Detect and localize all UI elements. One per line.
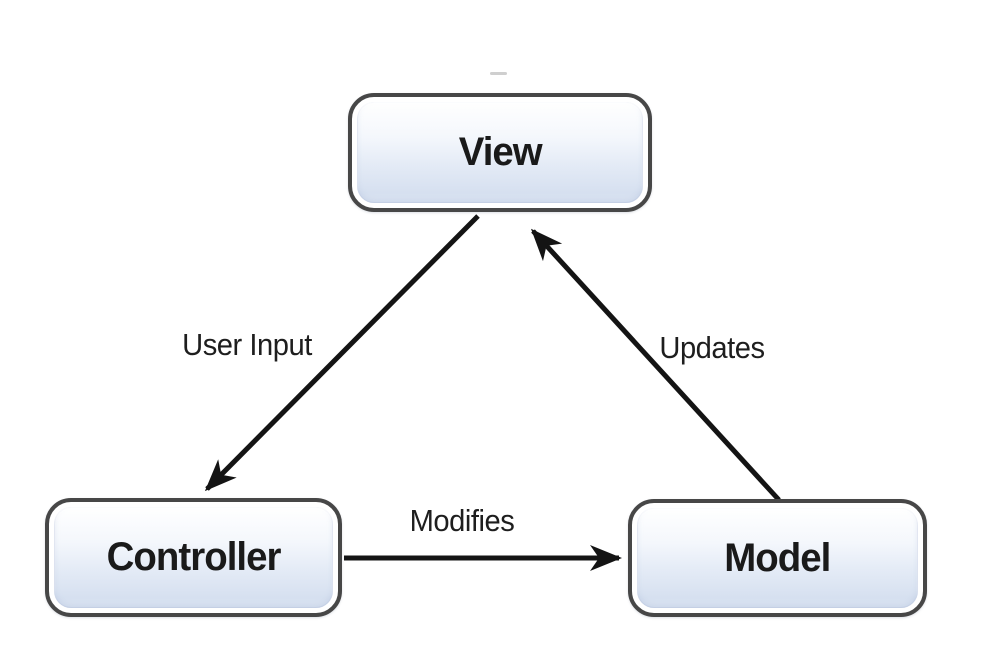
node-model: Model xyxy=(628,499,927,617)
edge-updates-arrow xyxy=(530,228,781,502)
edge-user-input-arrow xyxy=(204,214,480,492)
node-view: View xyxy=(348,93,652,212)
artifact-dash xyxy=(490,72,507,75)
node-model-label: Model xyxy=(724,535,831,580)
edge-updates-label: Updates xyxy=(659,330,765,365)
edge-user-input-label: User Input xyxy=(182,327,312,362)
node-controller-panel: Controller xyxy=(54,507,333,608)
node-controller-label: Controller xyxy=(106,535,282,579)
node-model-panel: Model xyxy=(637,508,918,608)
node-view-panel: View xyxy=(357,102,643,203)
node-view-label: View xyxy=(458,130,543,174)
node-controller: Controller xyxy=(45,498,342,617)
edge-modifies-label: Modifies xyxy=(409,503,515,538)
